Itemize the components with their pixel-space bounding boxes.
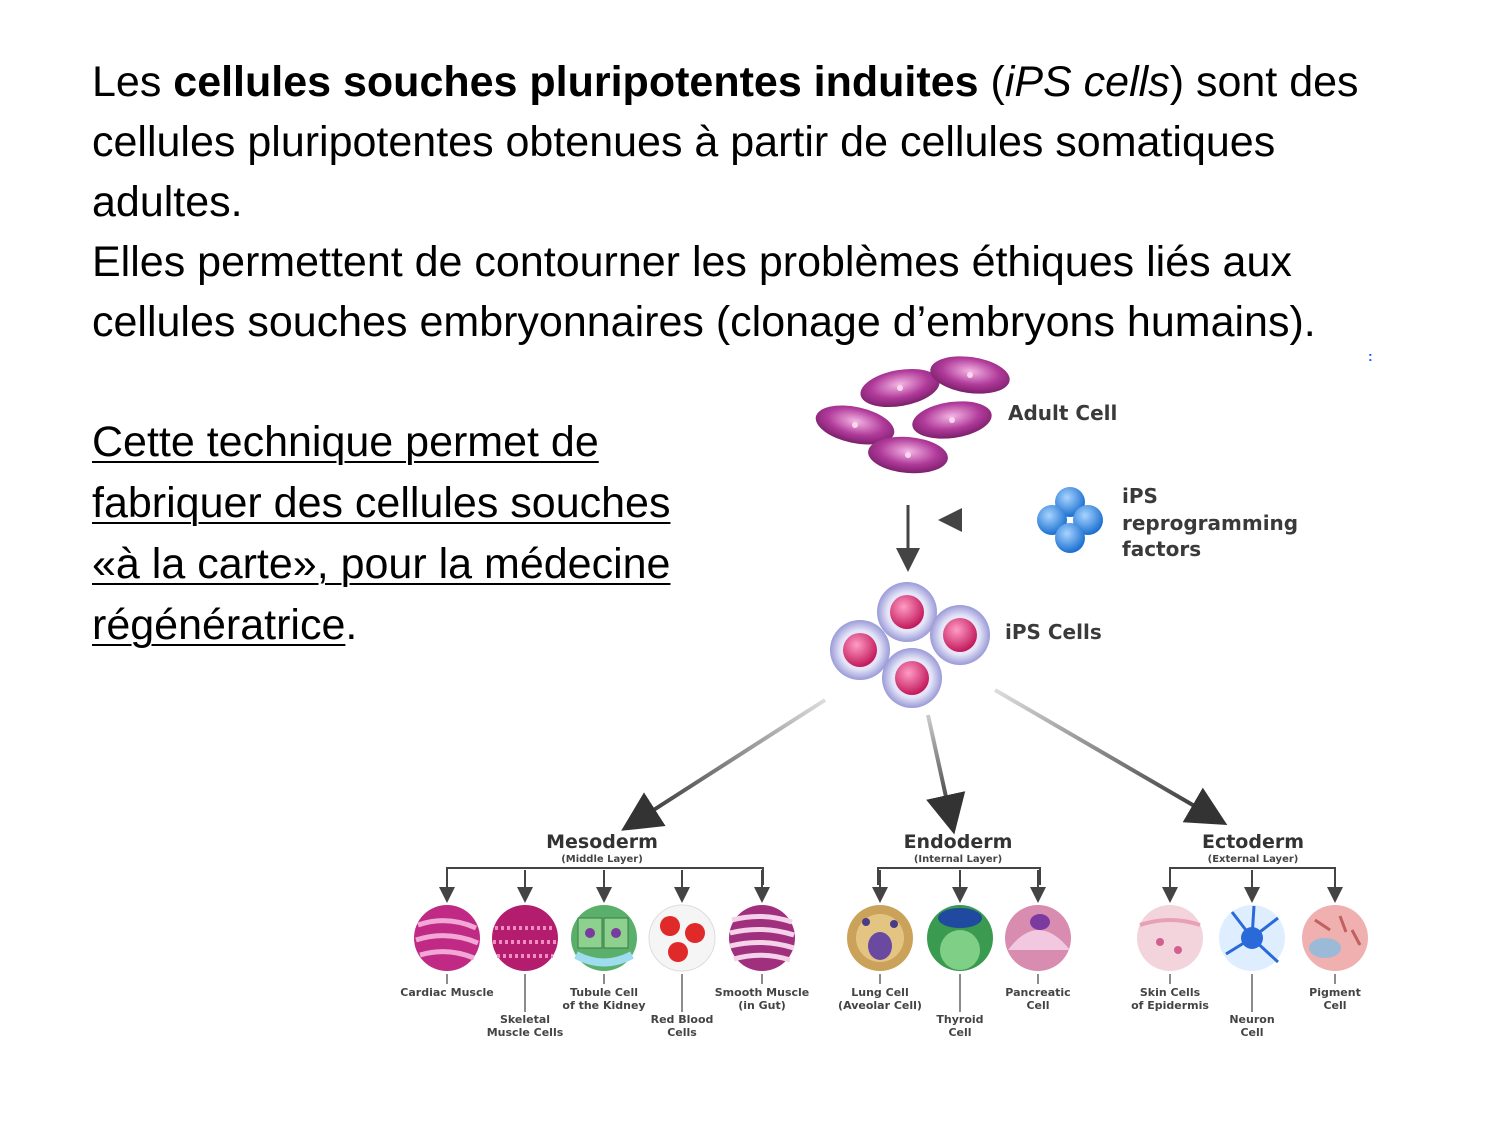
paren-open: ( [978,58,1005,106]
arrow-to-mesoderm [621,698,827,831]
cardiac-muscle-icon [414,905,480,971]
label-stems [446,974,1336,1012]
adult-cells-icon [815,356,1010,474]
cell-label: Tubule Cell [570,986,638,999]
skeletal-muscle-icon [492,905,558,971]
ips-cells-icon [830,582,990,708]
ips-cells-label: iPS Cells [1005,620,1102,644]
factors-label-2: reprogramming [1122,511,1298,535]
differentiated-cells [414,904,1368,972]
cell-label: Cell [1323,999,1346,1012]
note-line-2: fabriquer des cellules souches [92,479,671,527]
intro-line-5: cellules souches embryonnaires (clonage … [92,298,1316,346]
endoderm-sublabel: (Internal Layer) [914,854,1002,865]
layer-brackets [446,867,1336,885]
kidney-tubule-icon [571,905,637,971]
cell-label: Cell [948,1026,971,1039]
thyroid-cell-icon [927,905,993,971]
cell-label: Cell [1026,999,1049,1012]
smooth-muscle-icon [729,905,795,971]
stray-mark: : [1368,348,1373,364]
cell-label: Skeletal [500,1013,550,1026]
mesoderm-sublabel: (Middle Layer) [561,854,643,865]
cell-label: Muscle Cells [487,1026,564,1039]
note-line-4: régénératrice [92,601,346,649]
text-sont-des: ) sont des [1169,58,1359,106]
cell-label: Red Blood [651,1013,714,1026]
note-line-3: «à la carte», pour la médecine [92,540,671,588]
cell-label: Thyroid [936,1013,983,1026]
factors-label-3: factors [1122,537,1201,561]
arrow-to-ectoderm [993,688,1228,826]
branch-arrows [439,870,1343,903]
cell-label: of the Kidney [562,999,645,1012]
cell-label: Pancreatic [1005,986,1070,999]
arrow-to-endoderm [926,714,966,835]
pigment-cell-icon [1302,905,1368,971]
cell-label: of Epidermis [1131,999,1209,1012]
adult-cell-label: Adult Cell [1008,401,1117,425]
mesoderm-label: Mesoderm [546,831,658,853]
intro-line-4: Elles permettent de contourner les probl… [92,238,1292,286]
factors-label-1: iPS [1122,484,1158,508]
note-period: . [345,601,358,649]
cell-label: Cell [1240,1026,1263,1039]
cell-label: Cardiac Muscle [400,986,493,999]
cell-label: (in Gut) [738,999,786,1012]
intro-line-1: Les cellules souches pluripotentes indui… [92,52,1412,112]
cell-label: Pigment [1309,986,1361,999]
neuron-cell-icon [1219,905,1285,971]
cell-label: (Aveolar Cell) [838,999,922,1012]
ectoderm-sublabel: (External Layer) [1208,854,1299,865]
ectoderm-label: Ectoderm [1202,831,1304,853]
note-line-1: Cette technique permet de [92,418,599,466]
ips-diagram: Adult Cell iPS reprogramming factors iPS… [400,356,1368,1039]
cell-label: Cells [667,1026,697,1039]
intro-line-2: cellules pluripotentes obtenues à partir… [92,118,1276,166]
ips-term-bold: cellules souches pluripotentes induites [173,58,979,106]
reprogramming-factors-icon [1037,487,1103,553]
red-blood-cells-icon [648,904,716,972]
text-les: Les [92,58,174,106]
technique-note: Cette technique permet de fabriquer des … [92,412,732,656]
intro-line-3: adultes. [92,178,243,226]
endoderm-label: Endoderm [904,831,1013,853]
cell-label: Smooth Muscle [715,986,810,999]
cell-label: Neuron [1229,1013,1274,1026]
cell-label: Skin Cells [1140,986,1201,999]
pancreatic-cell-icon [1005,905,1071,971]
cell-label: Lung Cell [851,986,908,999]
lung-cell-icon [847,905,913,971]
intro-paragraph: Les cellules souches pluripotentes indui… [92,52,1412,352]
skin-cells-icon [1137,905,1203,971]
ips-cells-italic: iPS cells [1004,58,1170,106]
